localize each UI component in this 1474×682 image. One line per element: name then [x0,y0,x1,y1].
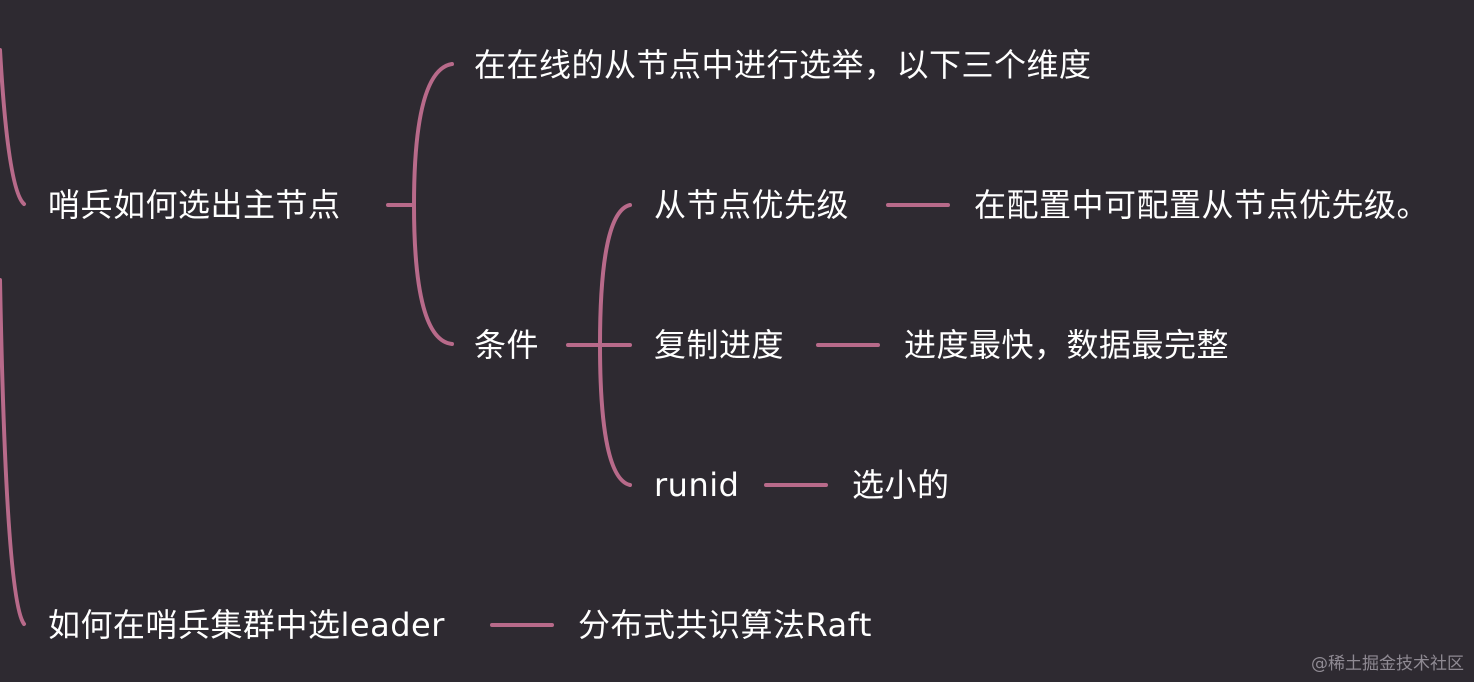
connector-elect-master-lower [412,203,454,346]
node-slave-priority[interactable]: 从节点优先级 [654,186,850,224]
watermark: @稀土掘金技术社区 [1311,654,1464,674]
connector-root-to-elect-master [0,48,26,206]
connector-conditions-lower [598,343,632,487]
node-elect-among-online[interactable]: 在在线的从节点中进行选举，以下三个维度 [474,46,1092,84]
node-conditions[interactable]: 条件 [474,326,540,364]
node-runid[interactable]: runid [654,466,740,504]
node-elect-leader-detail[interactable]: 分布式共识算法Raft [578,606,872,644]
node-sentinel-elect-master[interactable]: 哨兵如何选出主节点 [48,186,341,224]
connector-elect-master-upper [412,62,454,207]
node-runid-detail[interactable]: 选小的 [852,466,950,504]
connector-conditions-upper [598,203,632,347]
connector-root-to-elect-leader [0,278,26,626]
node-replication-progress[interactable]: 复制进度 [654,326,785,364]
node-slave-priority-detail[interactable]: 在配置中可配置从节点优先级。 [974,186,1430,224]
node-replication-progress-detail[interactable]: 进度最快，数据最完整 [904,326,1230,364]
node-elect-leader[interactable]: 如何在哨兵集群中选leader [48,606,445,644]
